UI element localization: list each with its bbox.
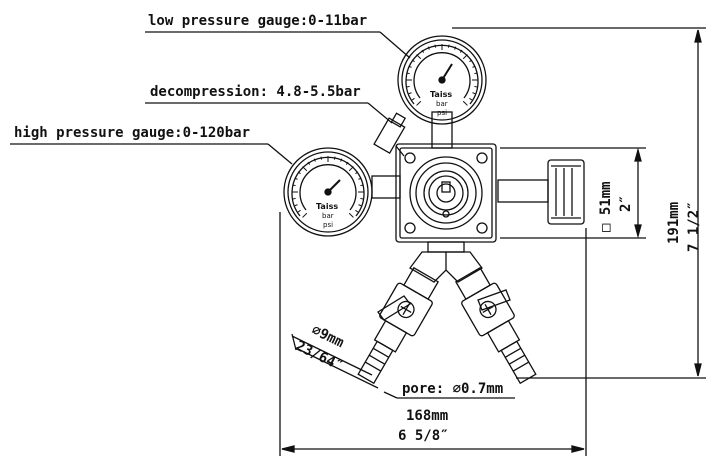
high-gauge-tick <box>297 209 301 213</box>
left-ball-valve <box>357 266 440 385</box>
low-gauge-tick <box>459 49 463 53</box>
high-gauge-tick <box>302 166 308 172</box>
high-gauge-tick <box>340 158 343 162</box>
low-gauge-tick <box>474 85 478 88</box>
low-gauge-tick <box>416 54 422 60</box>
high-gauge-tick <box>360 197 364 200</box>
low-gauge-tick <box>406 72 410 75</box>
high-gauge-brand: Taiss <box>316 202 339 211</box>
high-gauge-tick <box>313 158 316 162</box>
low-gauge-tick <box>462 54 468 60</box>
high-gauge-tick <box>348 166 354 172</box>
body-screw-tr <box>476 152 488 164</box>
dim-width-arrow-right <box>571 445 585 453</box>
high-gauge-tick <box>294 204 298 207</box>
high-gauge-bezel <box>283 147 373 237</box>
high-gauge-tick <box>355 209 359 213</box>
high-gauge-tick <box>320 156 323 160</box>
low-gauge-unit-bar: bar <box>436 100 448 108</box>
y-manifold <box>409 251 483 283</box>
body-in-label: 2″ <box>618 195 634 212</box>
high-gauge-tick <box>345 161 349 165</box>
inlet-pipe <box>497 179 549 203</box>
leader-low-gauge <box>379 31 411 59</box>
low-gauge-tick <box>421 49 425 53</box>
high-gauge-unit-bar: bar <box>322 212 334 220</box>
low-gauge-tick <box>474 72 478 75</box>
outlet-collar <box>427 241 465 253</box>
height-in-label: 7 1/2″ <box>686 201 702 252</box>
high-gauge-tick <box>360 184 364 187</box>
leader-high-gauge <box>267 143 293 165</box>
right-valve-handle <box>477 289 511 311</box>
low-gauge-tick <box>447 44 450 48</box>
adjust-knob <box>423 170 469 216</box>
body-mm-label: □ 51mm <box>598 181 614 232</box>
low-gauge-brand: Taiss <box>430 90 453 99</box>
leader-hose-tick <box>291 333 297 351</box>
decompression-label: decompression: 4.8-5.5bar <box>150 84 361 100</box>
low-gauge-tick <box>406 85 410 88</box>
high-gauge-tick <box>294 177 298 180</box>
low-gauge-tick <box>416 100 422 106</box>
gauge-ticks <box>292 44 478 218</box>
right-ball-valve <box>454 266 537 385</box>
dim-height-arrow-bottom <box>694 363 702 377</box>
dim-height-arrow-top <box>694 29 702 43</box>
low-gauge-tick <box>434 44 437 48</box>
high-gauge-tick <box>292 197 296 200</box>
high-gauge-tick <box>292 184 296 187</box>
low-gauge-tick <box>408 65 412 68</box>
leader-pore <box>383 391 398 399</box>
leader-hose-2 <box>295 347 379 389</box>
dim-width-arrow-left <box>281 445 295 453</box>
adjust-screw <box>436 183 456 203</box>
body-screw-br <box>476 222 488 234</box>
low-gauge-tick <box>411 97 415 101</box>
leader-hose-1 <box>291 335 373 376</box>
low-gauge-bezel <box>397 35 487 125</box>
high-gauge-tick <box>333 156 336 160</box>
low-gauge-label: low pressure gauge:0-11bar <box>148 13 368 29</box>
low-gauge-stem <box>431 111 453 149</box>
low-gauge-tick <box>411 59 415 63</box>
low-gauge-tick <box>462 100 468 106</box>
inlet-nut <box>547 159 585 225</box>
high-gauge-label: high pressure gauge:0-120bar <box>14 125 251 141</box>
pore-label: pore: ∅0.7mm <box>402 381 504 397</box>
dim-body-arrow-top <box>634 147 642 162</box>
low-gauge-tick <box>472 65 476 68</box>
dim-body-arrow-bottom <box>634 224 642 239</box>
width-in-label: 6 5/8″ <box>398 428 449 444</box>
high-gauge-tick <box>297 171 301 175</box>
high-gauge-tick <box>307 161 311 165</box>
high-gauge-tick <box>348 212 354 218</box>
height-mm-label: 191mm <box>666 201 682 244</box>
low-gauge-tick <box>469 59 473 63</box>
regulator-body <box>395 143 497 243</box>
adjust-ring-outer <box>409 156 483 230</box>
high-gauge-unit-psi: psi <box>323 221 334 229</box>
body-screw-tl <box>404 152 416 164</box>
left-valve-handle <box>377 295 411 321</box>
low-gauge-tick <box>427 46 430 50</box>
low-gauge-unit-psi: psi <box>437 109 448 117</box>
high-gauge-tick <box>302 212 308 218</box>
relief-valve <box>373 112 407 155</box>
body-screw-bl <box>404 222 416 234</box>
low-gauge-tick <box>472 92 476 95</box>
low-gauge-tick <box>469 97 473 101</box>
width-mm-label: 168mm <box>406 408 449 424</box>
low-gauge-tick <box>454 46 457 50</box>
high-gauge-tick <box>358 177 362 180</box>
high-gauge-tick <box>358 204 362 207</box>
low-gauge-tick <box>408 92 412 95</box>
high-gauge-tick <box>355 171 359 175</box>
